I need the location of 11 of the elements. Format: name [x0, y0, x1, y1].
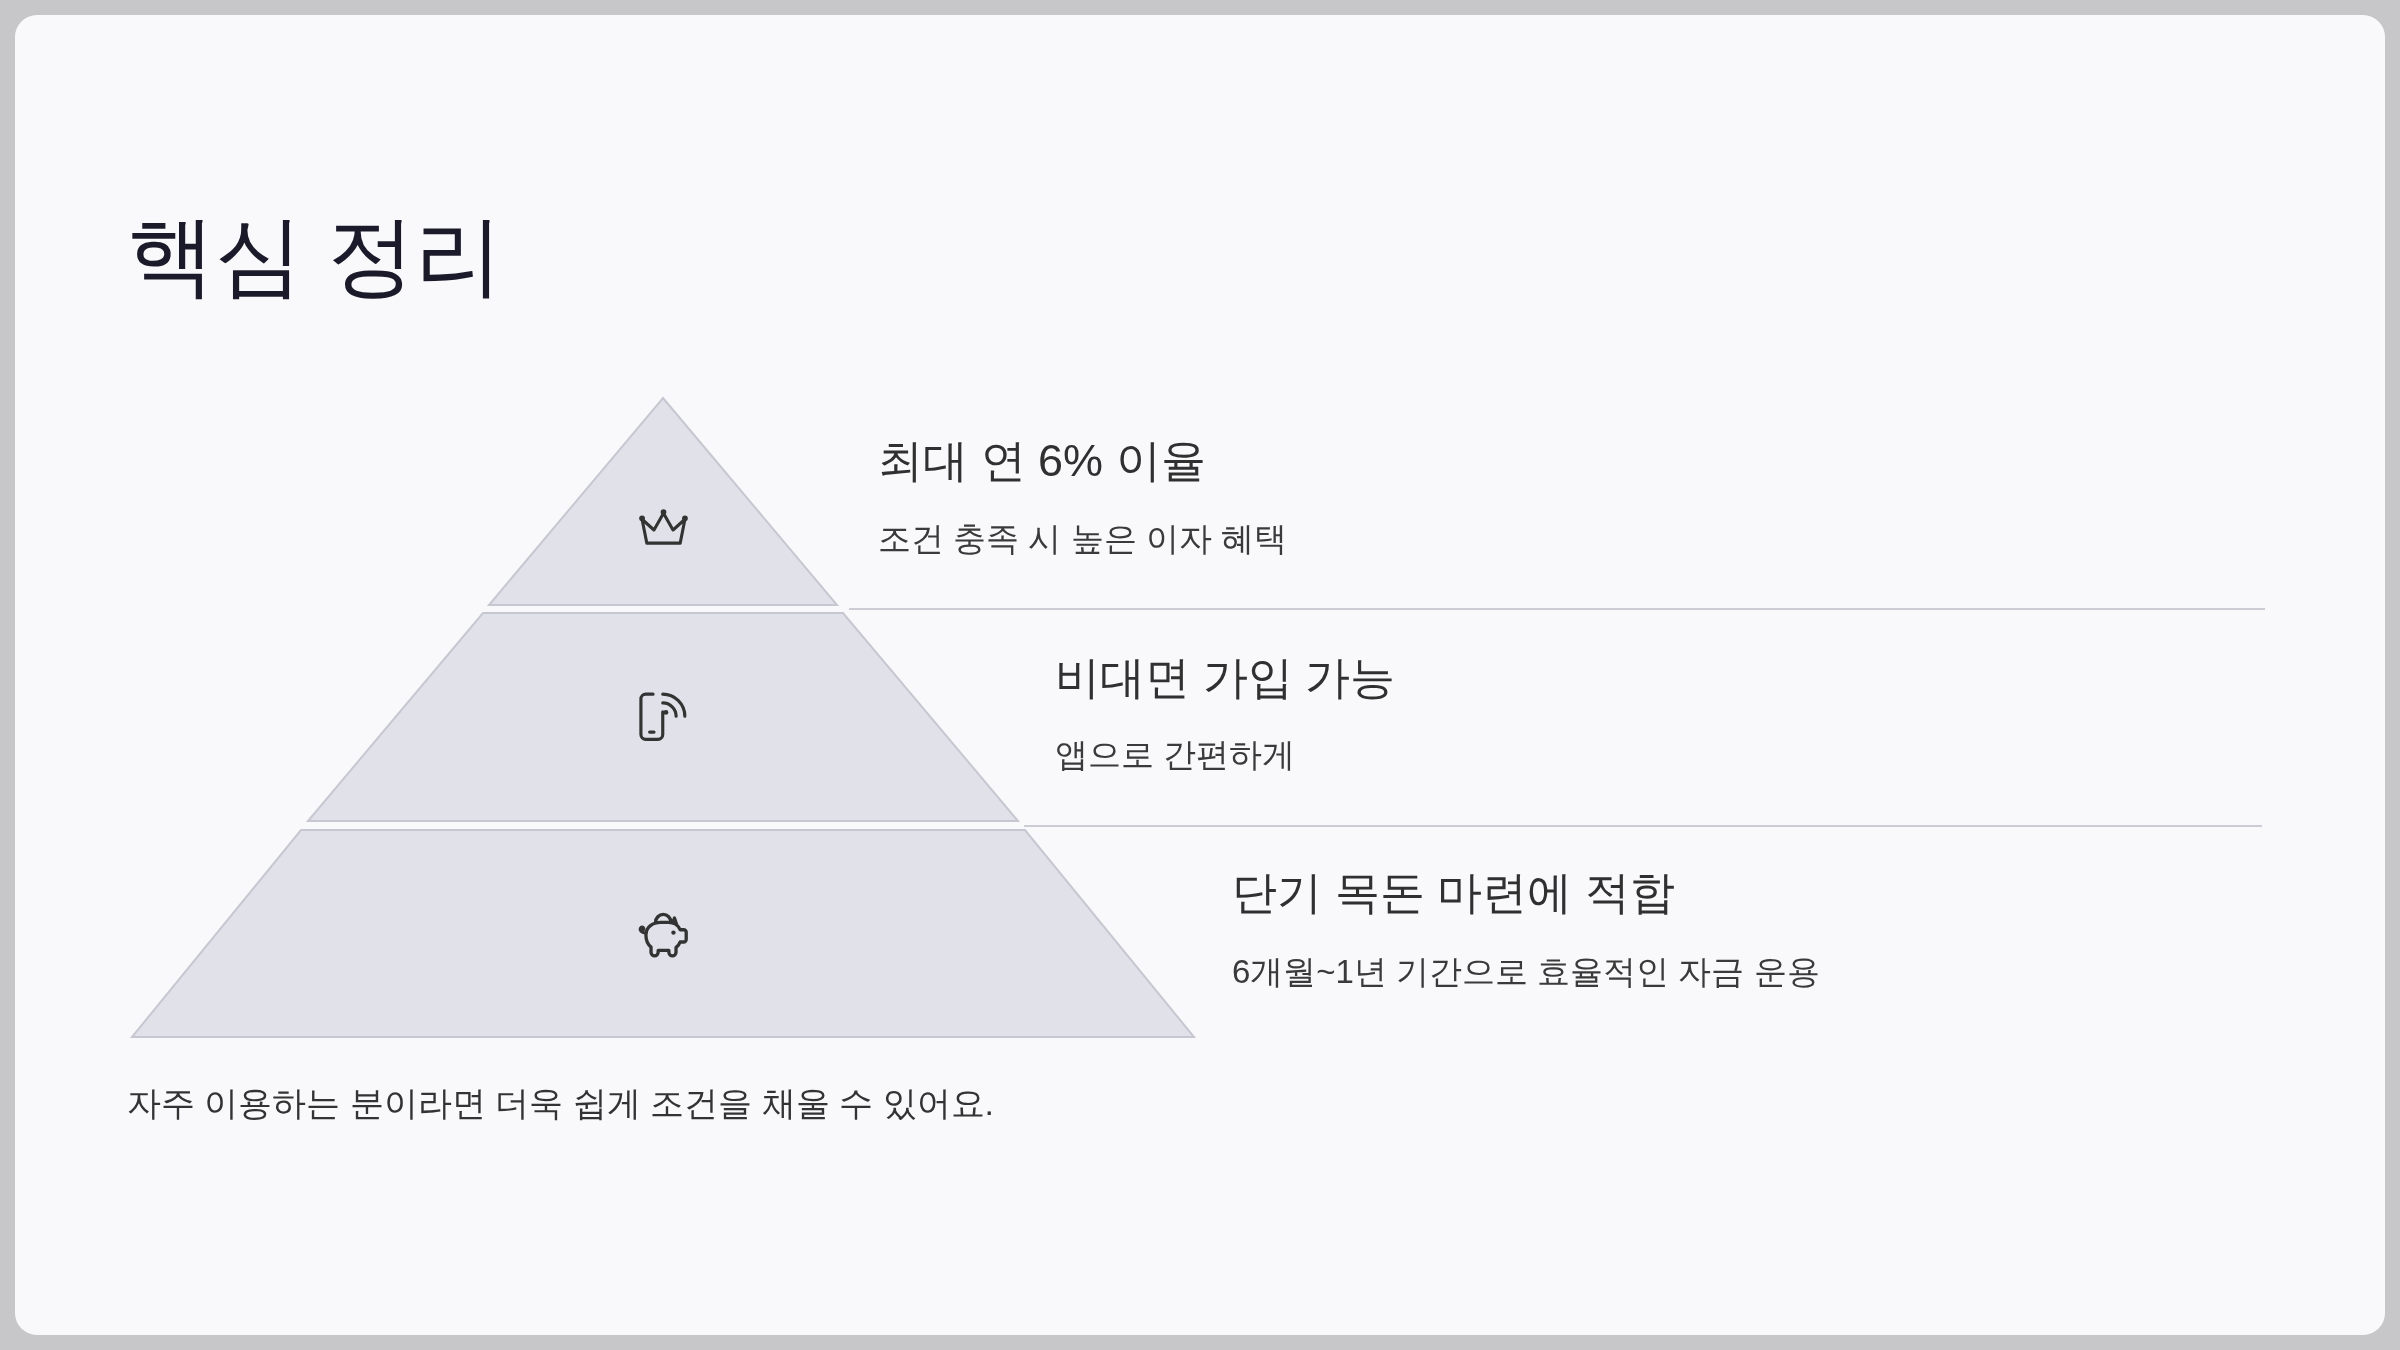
- tier-title: 비대면 가입 가능: [1055, 655, 1395, 700]
- tier-description: 6개월~1년 기간으로 효율적인 자금 운용: [1232, 955, 1820, 988]
- tier-description: 조건 충족 시 높은 이자 혜택: [878, 522, 1287, 555]
- footnote: 자주 이용하는 분이라면 더욱 쉽게 조건을 채울 수 있어요.: [127, 1086, 995, 1120]
- pyramid-tier: [488, 397, 838, 606]
- pyramid-tier: [131, 829, 1195, 1038]
- title: 핵심 정리: [127, 212, 504, 300]
- pyramid-tier: [307, 612, 1019, 822]
- tier-description: 앱으로 간편하게: [1055, 738, 1296, 771]
- tier-title: 단기 목돈 마련에 적합: [1232, 870, 1675, 915]
- tier-title: 최대 연 6% 이율: [878, 438, 1206, 483]
